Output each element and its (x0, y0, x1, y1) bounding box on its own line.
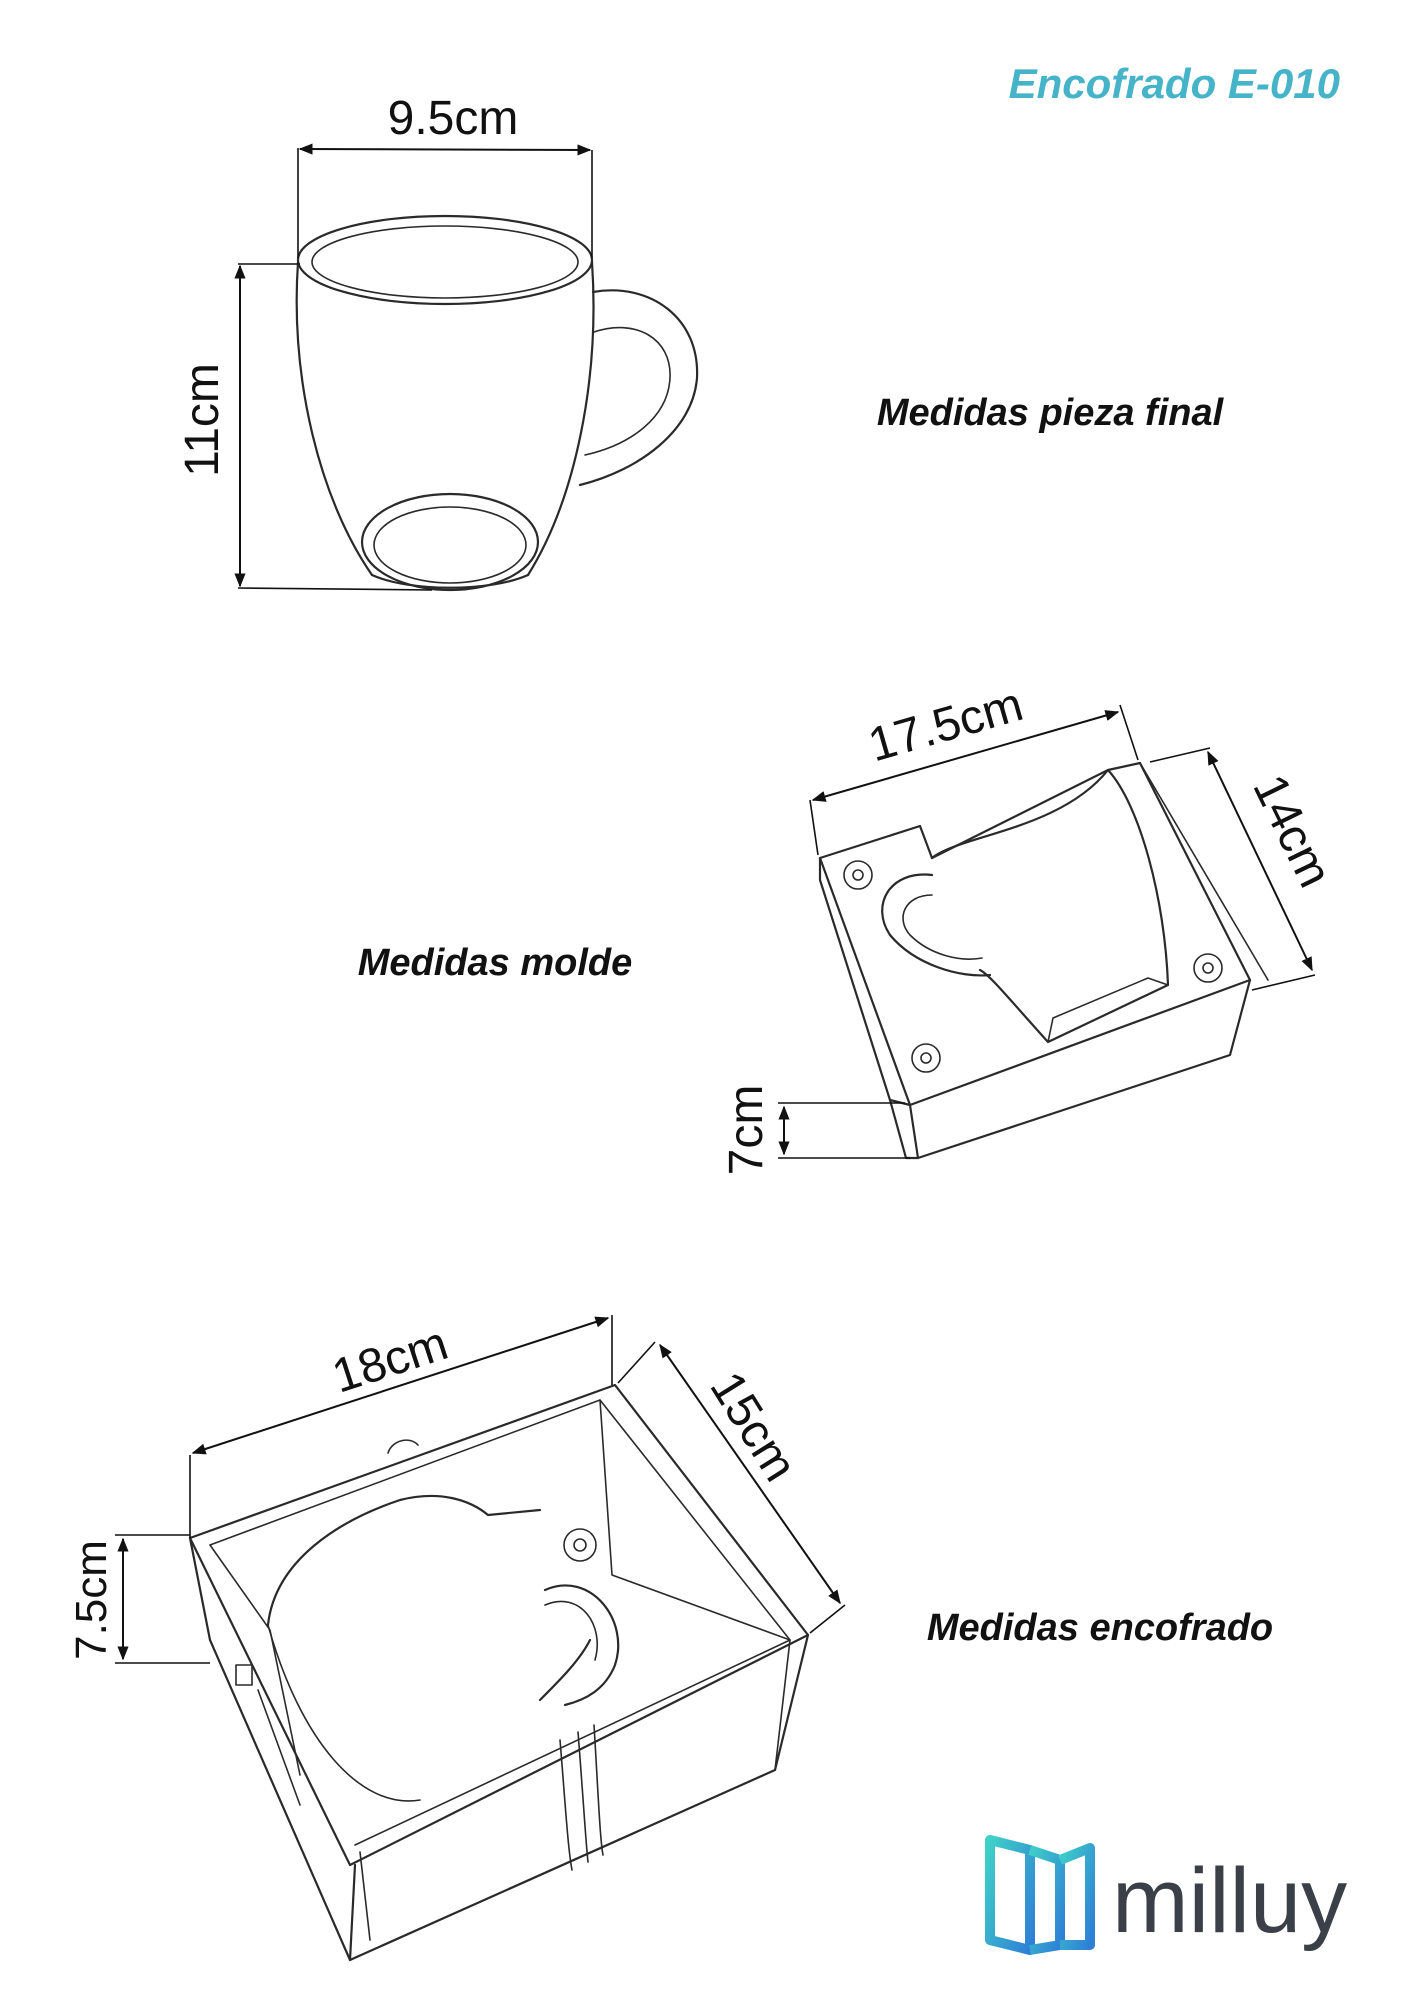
mold-height-label: 7cm (720, 1085, 773, 1176)
mold-drawing (818, 761, 1269, 1160)
mug-width-dimension: 9.5cm (297, 92, 593, 258)
brand-name: milluy (1112, 1850, 1347, 1952)
formwork-caption: Medidas encofrado (927, 1607, 1273, 1649)
mold-caption: Medidas molde (358, 942, 633, 984)
formwork-depth-label: 15cm (700, 1363, 807, 1491)
formwork-height-label: 7.5cm (67, 1540, 116, 1660)
mold-height-dimension: 7cm (720, 1085, 910, 1176)
mold-depth-dimension: 14cm (1149, 747, 1341, 991)
formwork-drawing (188, 1383, 810, 1962)
formwork-length-dimension: 18cm (189, 1315, 613, 1538)
mold-length-dimension: 17.5cm (809, 678, 1139, 856)
milluy-logo-icon (985, 1835, 1095, 1955)
formwork-length-label: 18cm (326, 1317, 454, 1404)
final-piece-caption: Medidas pieza final (877, 392, 1225, 434)
document-title: Encofrado E-010 (1009, 60, 1340, 107)
mug-height-dimension: 11cm (176, 263, 433, 591)
mold-depth-label: 14cm (1242, 767, 1341, 896)
mold-length-label: 17.5cm (863, 678, 1029, 772)
formwork-height-dimension: 7.5cm (67, 1534, 210, 1664)
mug-width-label: 9.5cm (388, 92, 519, 145)
mug-height-label: 11cm (176, 363, 229, 477)
mug-drawing (295, 214, 699, 592)
